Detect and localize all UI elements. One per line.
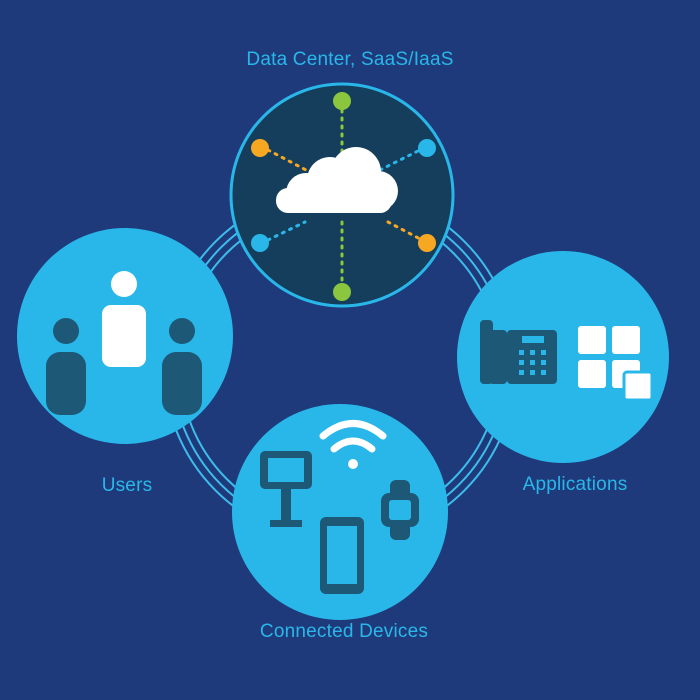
applications-node <box>457 251 669 463</box>
endpoint-dot-upper-left <box>251 139 269 157</box>
tablet-icon <box>320 517 364 594</box>
endpoint-dot-lower-right <box>418 234 436 252</box>
people-icon <box>46 271 202 415</box>
phone-icon <box>480 320 557 384</box>
app-grid-icon <box>578 326 654 402</box>
connected-devices-label: Connected Devices <box>259 621 429 642</box>
cloud-icon <box>276 147 398 213</box>
data-center-label: Data Center, SaaS/IaaS <box>246 49 454 70</box>
users-label: Users <box>101 475 153 496</box>
spoke-lower-left <box>266 220 307 242</box>
endpoint-dot-upper-right <box>418 139 436 157</box>
endpoint-dot-lower-left <box>251 234 269 252</box>
spoke-lower-right <box>386 220 424 242</box>
data-center-node <box>229 82 455 308</box>
applications-circle <box>457 251 669 463</box>
devices-node <box>232 404 448 620</box>
kiosk-icon <box>260 451 312 527</box>
smartwatch-icon <box>381 480 419 540</box>
wifi-icon <box>319 420 387 469</box>
users-node <box>17 228 233 444</box>
endpoint-dot-top <box>333 92 351 110</box>
endpoint-dot-bottom <box>333 283 351 301</box>
spoke-upper-left <box>266 148 308 172</box>
applications-label: Applications <box>522 474 628 495</box>
spoke-upper-right <box>378 148 422 172</box>
